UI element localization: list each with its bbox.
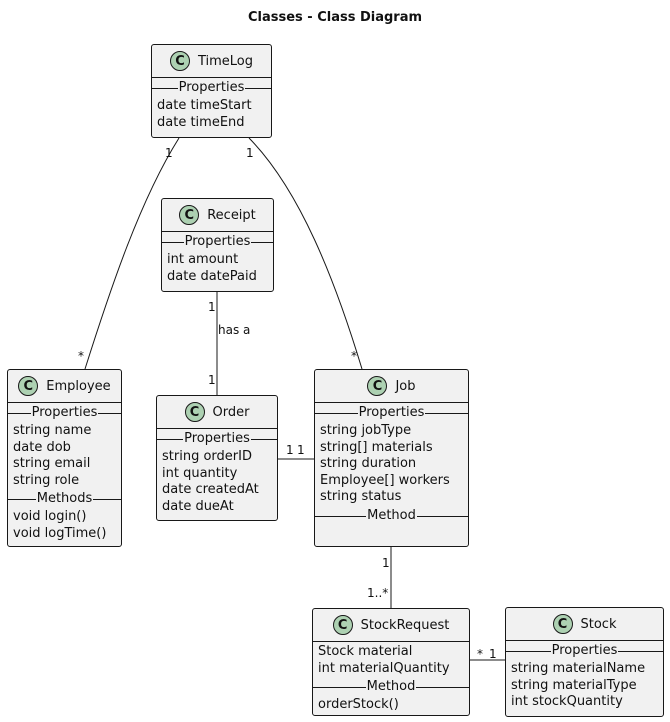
methods-divider: Method <box>315 507 468 524</box>
class-header: C TimeLog <box>152 45 271 78</box>
class-field: string jobType <box>320 423 412 438</box>
class-field: int materialQuantity <box>318 660 450 676</box>
methods-divider: Method <box>313 679 469 695</box>
class-name: Order <box>212 404 250 420</box>
section-divider: Properties <box>162 234 273 250</box>
mult-job-stockrequest-to: 1..* <box>367 586 388 600</box>
mult-timelog-employee-to: * <box>78 349 84 363</box>
section-divider: Properties <box>315 405 468 421</box>
class-name: Employee <box>46 378 111 394</box>
class-field: Employee[] workers <box>320 472 450 488</box>
class-header: C StockRequest <box>313 609 469 642</box>
class-order: C Order Properties string orderID int qu… <box>156 395 278 521</box>
mult-timelog-job-from: 1 <box>246 146 254 160</box>
class-field: int amount <box>167 252 239 267</box>
class-stock: C Stock Properties string materialName s… <box>505 607 664 717</box>
mult-timelog-job-to: * <box>351 349 357 363</box>
diagram-title: Classes - Class Diagram <box>247 10 423 25</box>
class-badge-icon: C <box>552 614 573 634</box>
class-field: string name <box>13 423 92 438</box>
class-field: string duration <box>320 456 417 471</box>
mult-timelog-employee-from: 1 <box>165 146 173 160</box>
class-field: date datePaid <box>167 268 257 284</box>
class-name: Job <box>395 378 416 394</box>
class-field: date timeStart <box>157 98 252 113</box>
link-timelog-employee <box>84 137 180 370</box>
class-field: string materialName <box>511 661 646 676</box>
class-badge-icon: C <box>179 205 200 225</box>
class-field: int quantity <box>162 465 238 481</box>
class-field: string[] materials <box>320 439 433 455</box>
class-name: Receipt <box>207 207 256 223</box>
class-badge-icon: C <box>18 376 39 396</box>
class-field: date timeEnd <box>157 114 245 130</box>
class-field: string orderID <box>162 449 252 464</box>
class-name: Stock <box>580 616 617 632</box>
class-name: TimeLog <box>197 53 254 69</box>
section-divider: Properties <box>8 405 121 421</box>
class-method: orderStock() <box>318 697 399 712</box>
methods-divider: Methods <box>8 491 121 507</box>
class-header: C Stock <box>506 608 663 641</box>
class-field: date createdAt <box>162 482 259 497</box>
class-receipt: C Receipt Properties int amount date dat… <box>161 198 274 292</box>
class-header: C Order <box>157 396 277 429</box>
class-field: string materialType <box>511 677 637 693</box>
section-divider: Properties <box>506 643 663 659</box>
section-divider: Properties <box>157 431 277 447</box>
class-header: C Employee <box>8 370 121 403</box>
mult-receipt-order-to: 1 <box>208 373 216 387</box>
class-field: date dueAt <box>162 498 234 514</box>
class-field: string role <box>13 472 80 488</box>
mult-job-stockrequest-from: 1 <box>382 556 390 570</box>
section-divider: Properties <box>152 80 271 96</box>
class-stockrequest: C StockRequest Stock material int materi… <box>312 608 470 716</box>
mult-stockrequest-stock-to: 1 <box>489 647 497 661</box>
class-name: StockRequest <box>360 617 450 633</box>
class-field: string email <box>13 456 91 471</box>
class-field: date dob <box>13 439 71 455</box>
class-badge-icon: C <box>184 402 205 422</box>
class-header: C Job <box>315 370 468 403</box>
class-badge-icon: C <box>367 376 388 396</box>
class-field: Stock material <box>318 644 413 659</box>
class-employee: C Employee Properties string name date d… <box>7 369 122 547</box>
mult-order-job-to: 1 <box>297 443 305 457</box>
class-badge-icon: C <box>169 51 190 71</box>
mult-order-job-from: 1 <box>286 443 294 457</box>
class-header: C Receipt <box>162 199 273 232</box>
class-field: int stockQuantity <box>511 694 623 709</box>
class-job: C Job Properties string jobType string[]… <box>314 369 469 547</box>
class-method: void login() <box>13 509 87 524</box>
mult-receipt-order-from: 1 <box>208 300 216 314</box>
class-badge-icon: C <box>332 615 353 635</box>
class-method: void logTime() <box>13 525 107 541</box>
class-timelog: C TimeLog Properties date timeStart date… <box>151 44 272 138</box>
link-receipt-order-label: has a <box>218 323 250 337</box>
class-field: string status <box>320 489 402 504</box>
link-timelog-job <box>248 137 363 370</box>
mult-stockrequest-stock-from: * <box>477 647 483 661</box>
